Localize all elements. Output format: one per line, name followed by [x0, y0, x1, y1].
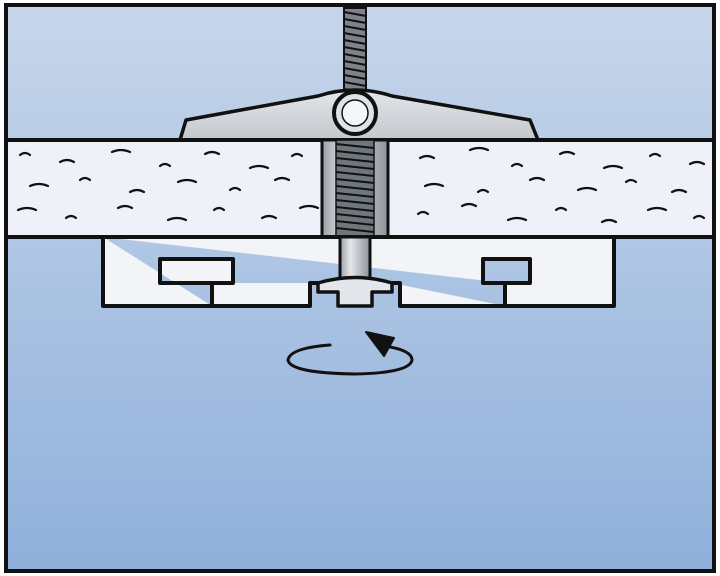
threaded-rod-top [343, 7, 367, 101]
mounting-rail [101, 235, 616, 308]
bolt-sleeve [320, 138, 390, 239]
rotate-counterclockwise-arrow-icon [286, 331, 414, 376]
bolt-head [316, 235, 394, 308]
toggle-wing [178, 88, 540, 142]
board-texture [16, 146, 706, 224]
